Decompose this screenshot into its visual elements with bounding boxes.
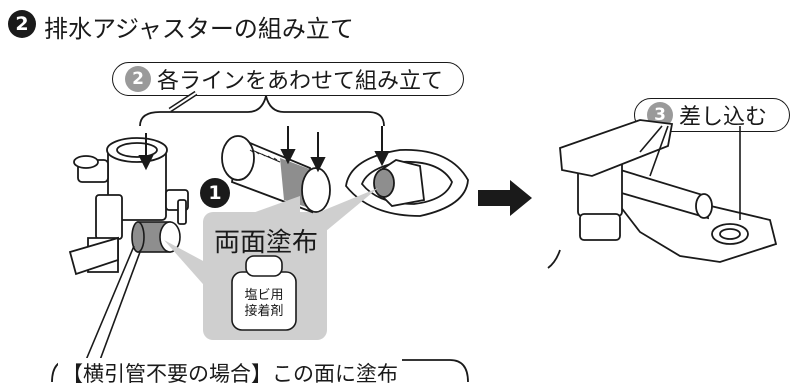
page-title: 排水アジャスターの組み立て <box>44 15 354 43</box>
callout-pointers <box>164 188 378 292</box>
align-lines-pill: 2 各ラインをあわせて組み立て <box>112 62 464 96</box>
apply-both-sides-label: 両面塗布 <box>214 228 319 258</box>
right-arrow-icon <box>478 180 532 216</box>
bottle-label: 塩ビ用 接着剤 <box>238 288 290 320</box>
adhesive-bottle <box>231 255 297 331</box>
marker-pen-icon <box>168 90 198 113</box>
bottle-label-line1: 塩ビ用 <box>244 288 284 303</box>
group-bracket <box>139 95 385 127</box>
horizontal-pipe <box>221 135 331 214</box>
floor-flange <box>345 149 469 217</box>
bottom-note: 【横引管不要の場合】この面に塗布 <box>58 358 402 388</box>
drain-adjuster-body <box>68 137 189 276</box>
align-lines-label: 各ラインをあわせて組み立て <box>157 69 444 94</box>
insert-label: 差し込む <box>679 105 768 130</box>
substep-2-badge: 2 <box>125 66 151 92</box>
insert-arrows <box>138 126 390 173</box>
left-socket-coated <box>131 221 181 253</box>
bottle-label-line2: 接着剤 <box>244 304 284 319</box>
step-1-badge: 1 <box>200 178 230 208</box>
callout-lines <box>85 125 741 361</box>
assembled-adjuster <box>547 119 778 269</box>
step-2-badge: 2 <box>8 10 36 38</box>
